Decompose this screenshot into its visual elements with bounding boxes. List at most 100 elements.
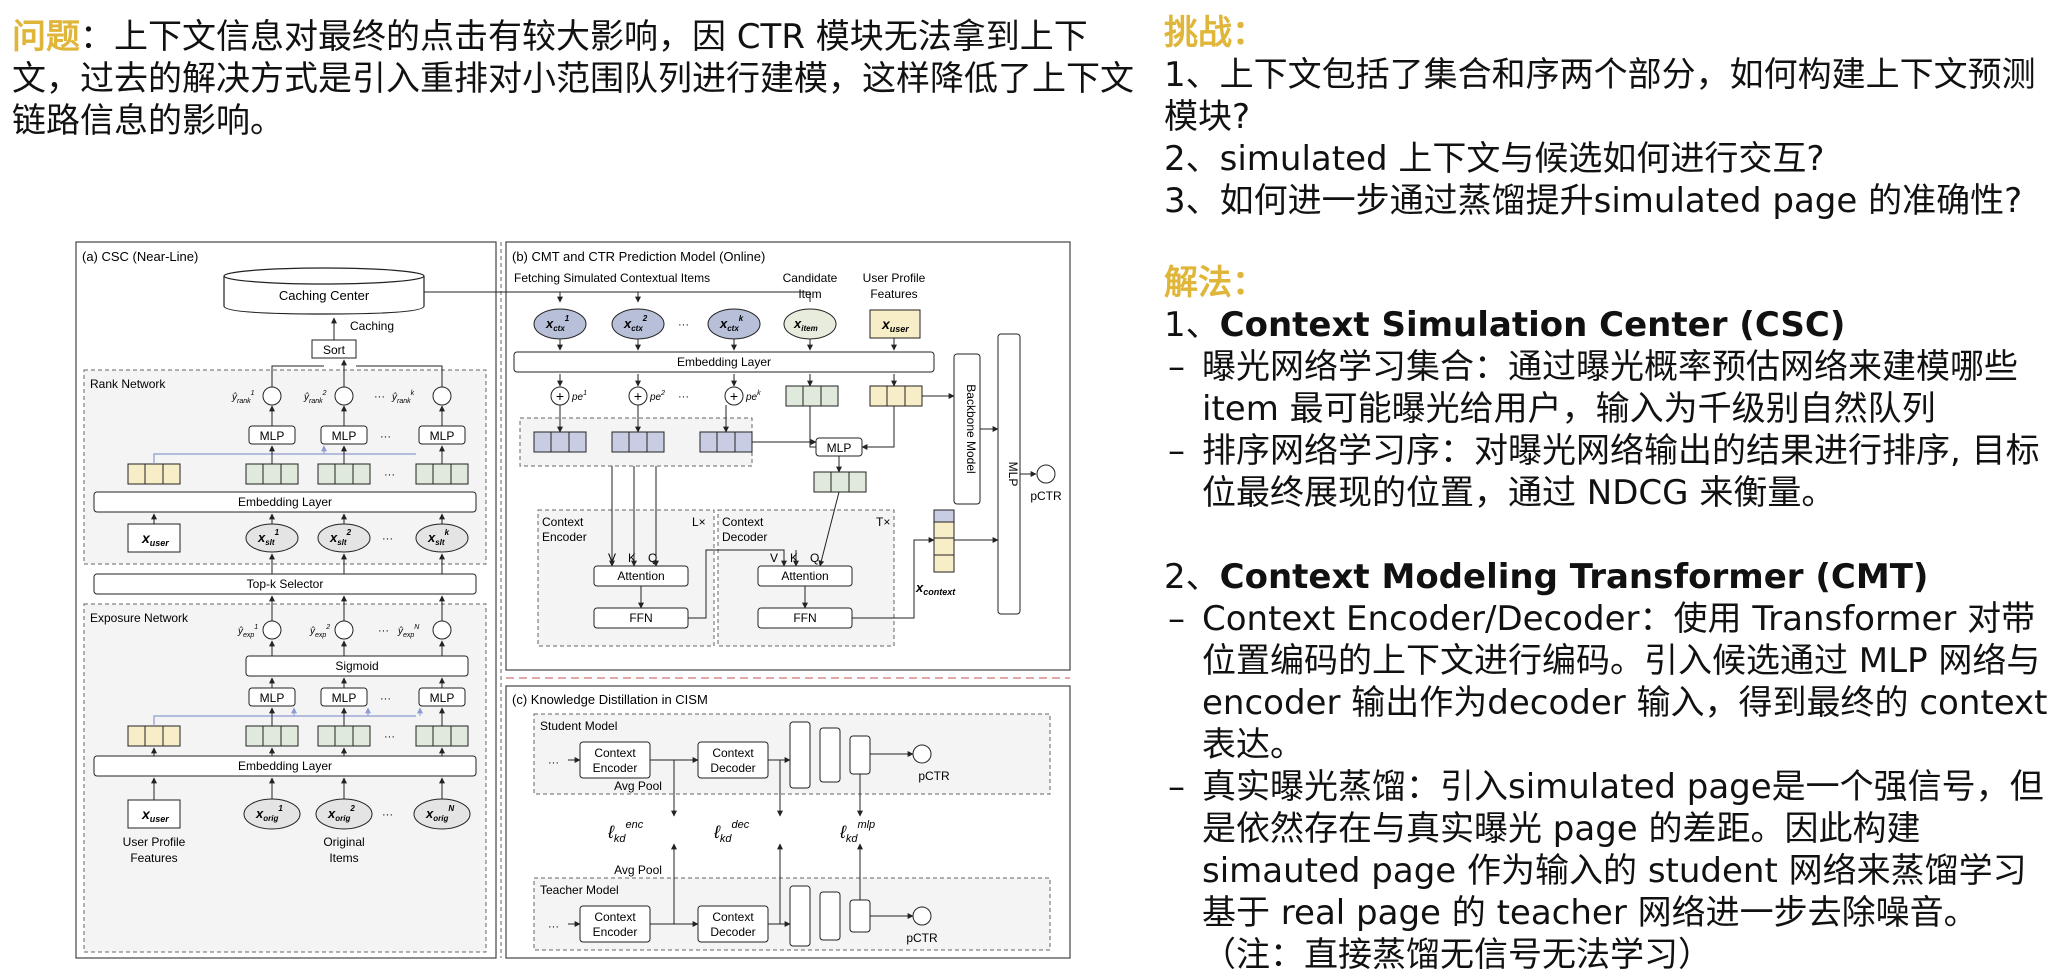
rank-to-sort-3: [356, 365, 443, 387]
rank-to-sort: [271, 365, 324, 387]
exp-orig-embedding-N: [415, 725, 469, 747]
exp-output-label-1: ŷexp1: [237, 624, 258, 639]
context-output-top: [933, 509, 955, 523]
topk-selector: [93, 573, 477, 595]
rank-slt-embedding-k: [415, 463, 469, 485]
rank-mlp-1-label: MLP: [260, 429, 285, 443]
exp-output-dots: ···: [378, 625, 389, 637]
panel-a-title: (a) CSC (Near-Line): [82, 249, 198, 264]
rank-emb-dots: ···: [384, 469, 395, 481]
rank-network-label: Rank Network: [90, 377, 166, 391]
bullet-dash: –: [1168, 767, 1185, 807]
teacher-label: Teacher Model: [540, 883, 619, 897]
cmt-bullet-1-text: Context Encoder/Decoder：使用 Transformer 对…: [1202, 599, 2048, 765]
pe-plus-k-sign: +: [730, 388, 738, 404]
exposure-outputs: ŷexp1 ŷexp2 ··· ŷexpN: [237, 595, 452, 640]
cmt-heading: 2、Context Modeling Transformer (CMT): [1164, 556, 2054, 598]
kd-enc-loss: ℓkdenc: [607, 819, 644, 845]
panel-a-frame: [75, 241, 497, 959]
rank-mlp-dots: ···: [380, 431, 391, 443]
exp-output-node-N: [432, 620, 452, 640]
context-encoder-label-2: Encoder: [542, 530, 587, 544]
cmt-bullet-1: –Context Encoder/Decoder：使用 Transformer …: [1164, 598, 2054, 766]
solution-label: 解法：: [1164, 263, 1266, 303]
user-profile-b-label: User Profile: [863, 271, 926, 285]
teacher-layer-3: [849, 899, 871, 933]
cmt-bullet-2-text: 真实曝光蒸馏：引入simulated page是一个强信号，但是依然存在与真实曝…: [1202, 767, 2044, 975]
rank-inputs: xuser xslt1 xslt2 ··· xsltk: [127, 513, 469, 553]
dec-v: V: [770, 551, 778, 565]
bullet-dash: –: [1168, 431, 1185, 471]
rank-slt-input-1-label: xslt1: [257, 528, 280, 547]
exp-mlp-N-label: MLP: [430, 691, 455, 705]
student-layer-1: [789, 721, 811, 789]
student-layer-2: [819, 727, 841, 783]
exp-mlp-dots: ···: [380, 693, 391, 705]
bullet-dash: –: [1168, 347, 1185, 387]
exp-mlp-2-label: MLP: [332, 691, 357, 705]
candidate-item-input-label: xitem: [793, 316, 818, 333]
rank-output-node-k: [432, 386, 452, 406]
pe-plus-k: [724, 386, 744, 406]
challenge-section: 挑战： 1、上下文包括了集合和序两个部分，如何构建上下文预测模块? 2、simu…: [1164, 12, 2054, 222]
architecture-diagram: (a) CSC (Near-Line) (b) CMT and CTR Pred…: [75, 241, 1071, 959]
challenge-label: 挑战：: [1164, 13, 1266, 53]
exposure-embeddings: ···: [127, 707, 469, 747]
exp-output-label-2: ŷexp2: [309, 624, 330, 639]
dec-attention-label: Attention: [781, 569, 828, 583]
ctx-embedding-2: [611, 431, 665, 453]
panel-c-title: (c) Knowledge Distillation in CISM: [512, 692, 708, 707]
teacher-avgpool: Avg Pool: [614, 863, 662, 877]
enc-q: Q: [648, 551, 657, 565]
pe-plus-2-sign: +: [634, 388, 642, 404]
problem-label: 问题: [12, 17, 80, 57]
context-output-vector: [933, 521, 955, 573]
pctr-label-b: pCTR: [1030, 489, 1062, 503]
cmt-prefix: 2、: [1164, 557, 1220, 597]
user-b-input: [869, 309, 921, 339]
student-decoder-l1: Context: [712, 746, 754, 760]
exp-user-input: [127, 799, 181, 829]
embedding-layer-b-label: Embedding Layer: [677, 355, 771, 369]
pe-2-label: pe2: [649, 390, 665, 403]
features-b-label: Features: [870, 287, 917, 301]
exp-user-embedding: [127, 725, 181, 747]
pe-plus-1-sign: +: [556, 388, 564, 404]
caching-center-cylinder: [223, 276, 425, 315]
pe-k-label: pek: [745, 390, 761, 403]
teacher-pctr-node: [912, 906, 932, 926]
rank-embeddings: ···: [127, 445, 469, 485]
rank-mlps: MLP MLP ··· MLP: [248, 405, 466, 445]
rank-user-input-label: xuser: [141, 530, 169, 548]
csc-bullet-1: –曝光网络学习集合：通过曝光概率预估网络来建模哪些item 最可能曝光给用户，输…: [1164, 346, 2054, 430]
rank-slt-embedding-1: [245, 463, 299, 485]
rank-output-label-2: ŷrank2: [303, 390, 327, 405]
rank-embedding-layer: [93, 491, 477, 513]
rank-embedding-layer-label: Embedding Layer: [238, 495, 332, 509]
features-label: Features: [130, 851, 177, 865]
student-pctr-node: [912, 744, 932, 764]
fetching-label: Fetching Simulated Contextual Items: [514, 271, 710, 285]
solution-section: 解法： 1、Context Simulation Center (CSC) –曝…: [1164, 262, 2054, 976]
cmt-bullet-2: –真实曝光蒸馏：引入simulated page是一个强信号，但是依然存在与真实…: [1164, 766, 2054, 976]
caching-center-label: Caching Center: [279, 288, 370, 303]
teacher-dots: ···: [548, 921, 559, 933]
exp-output-node-2: [334, 620, 354, 640]
rank-output-label-1: ŷrank1: [231, 390, 255, 405]
rank-mlp-k-label: MLP: [430, 429, 455, 443]
mlp-b-label: MLP: [827, 441, 852, 455]
item-embedding-b: [785, 385, 839, 407]
sort-label: Sort: [323, 343, 346, 357]
original-label: Original: [323, 835, 364, 849]
teacher-encoder-l1: Context: [594, 910, 636, 924]
exp-orig-input-2-label: xorig2: [327, 804, 355, 823]
csc-bullet-2: –排序网络学习序：对曝光网络输出的结果进行排序, 目标位最终展现的位置，通过 N…: [1164, 430, 2054, 514]
exp-orig-embedding-1: [245, 725, 299, 747]
rank-user-embedding: [127, 463, 181, 485]
rank-mlp-2-label: MLP: [332, 429, 357, 443]
dec-ffn-label: FFN: [793, 611, 816, 625]
rank-output-node-2: [334, 386, 354, 406]
user-b-input-label: xuser: [881, 316, 909, 334]
teacher-encoder-l2: Encoder: [593, 925, 638, 939]
cache-fetch-line: [424, 291, 811, 302]
